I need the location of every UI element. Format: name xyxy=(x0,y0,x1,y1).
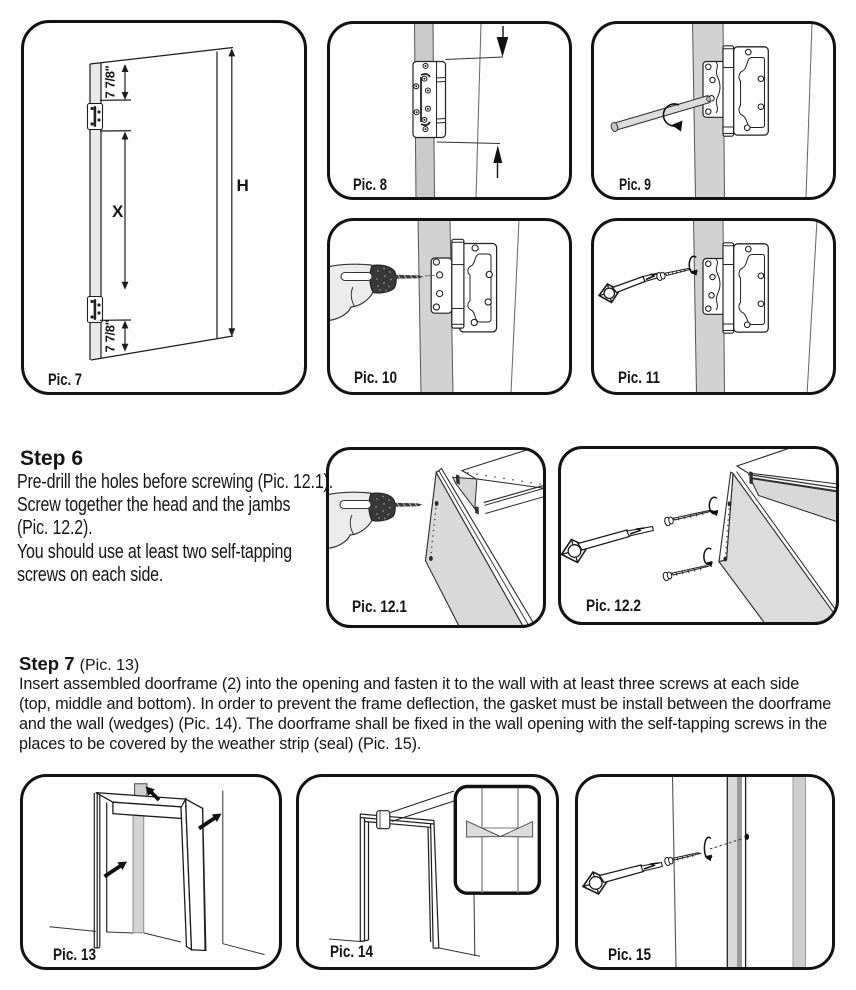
svg-text:Pic. 12.1: Pic. 12.1 xyxy=(352,597,407,616)
svg-text:H: H xyxy=(237,176,249,195)
svg-text:Pic. 8: Pic. 8 xyxy=(353,175,387,194)
svg-text:7 7/8": 7 7/8" xyxy=(103,65,118,98)
svg-text:7 7/8": 7 7/8" xyxy=(103,319,118,352)
svg-text:Pic. 14: Pic. 14 xyxy=(330,942,373,961)
svg-text:Pic. 11: Pic. 11 xyxy=(618,368,660,387)
svg-text:X: X xyxy=(112,202,124,221)
svg-text:Pic. 7: Pic. 7 xyxy=(48,370,82,389)
svg-text:Pic. 13: Pic. 13 xyxy=(53,945,96,964)
svg-text:Pic. 10: Pic. 10 xyxy=(354,368,397,387)
svg-text:Pic. 15: Pic. 15 xyxy=(608,945,651,964)
svg-text:Pic. 9: Pic. 9 xyxy=(619,175,651,194)
svg-text:Pic. 12.2: Pic. 12.2 xyxy=(586,596,641,615)
